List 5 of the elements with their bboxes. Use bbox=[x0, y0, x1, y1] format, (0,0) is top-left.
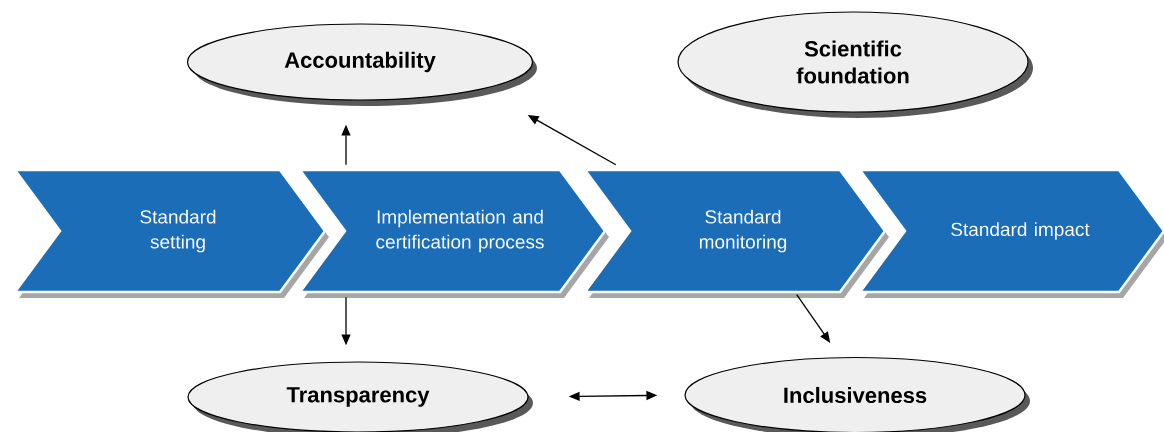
oval-label: Accountability bbox=[186, 23, 537, 106]
oval-label: Inclusiveness bbox=[684, 356, 1030, 432]
oval-label: Scientific foundation bbox=[677, 11, 1033, 118]
oval-label: Transparency bbox=[187, 361, 533, 432]
chevron-step: Standard impact bbox=[857, 168, 1164, 298]
